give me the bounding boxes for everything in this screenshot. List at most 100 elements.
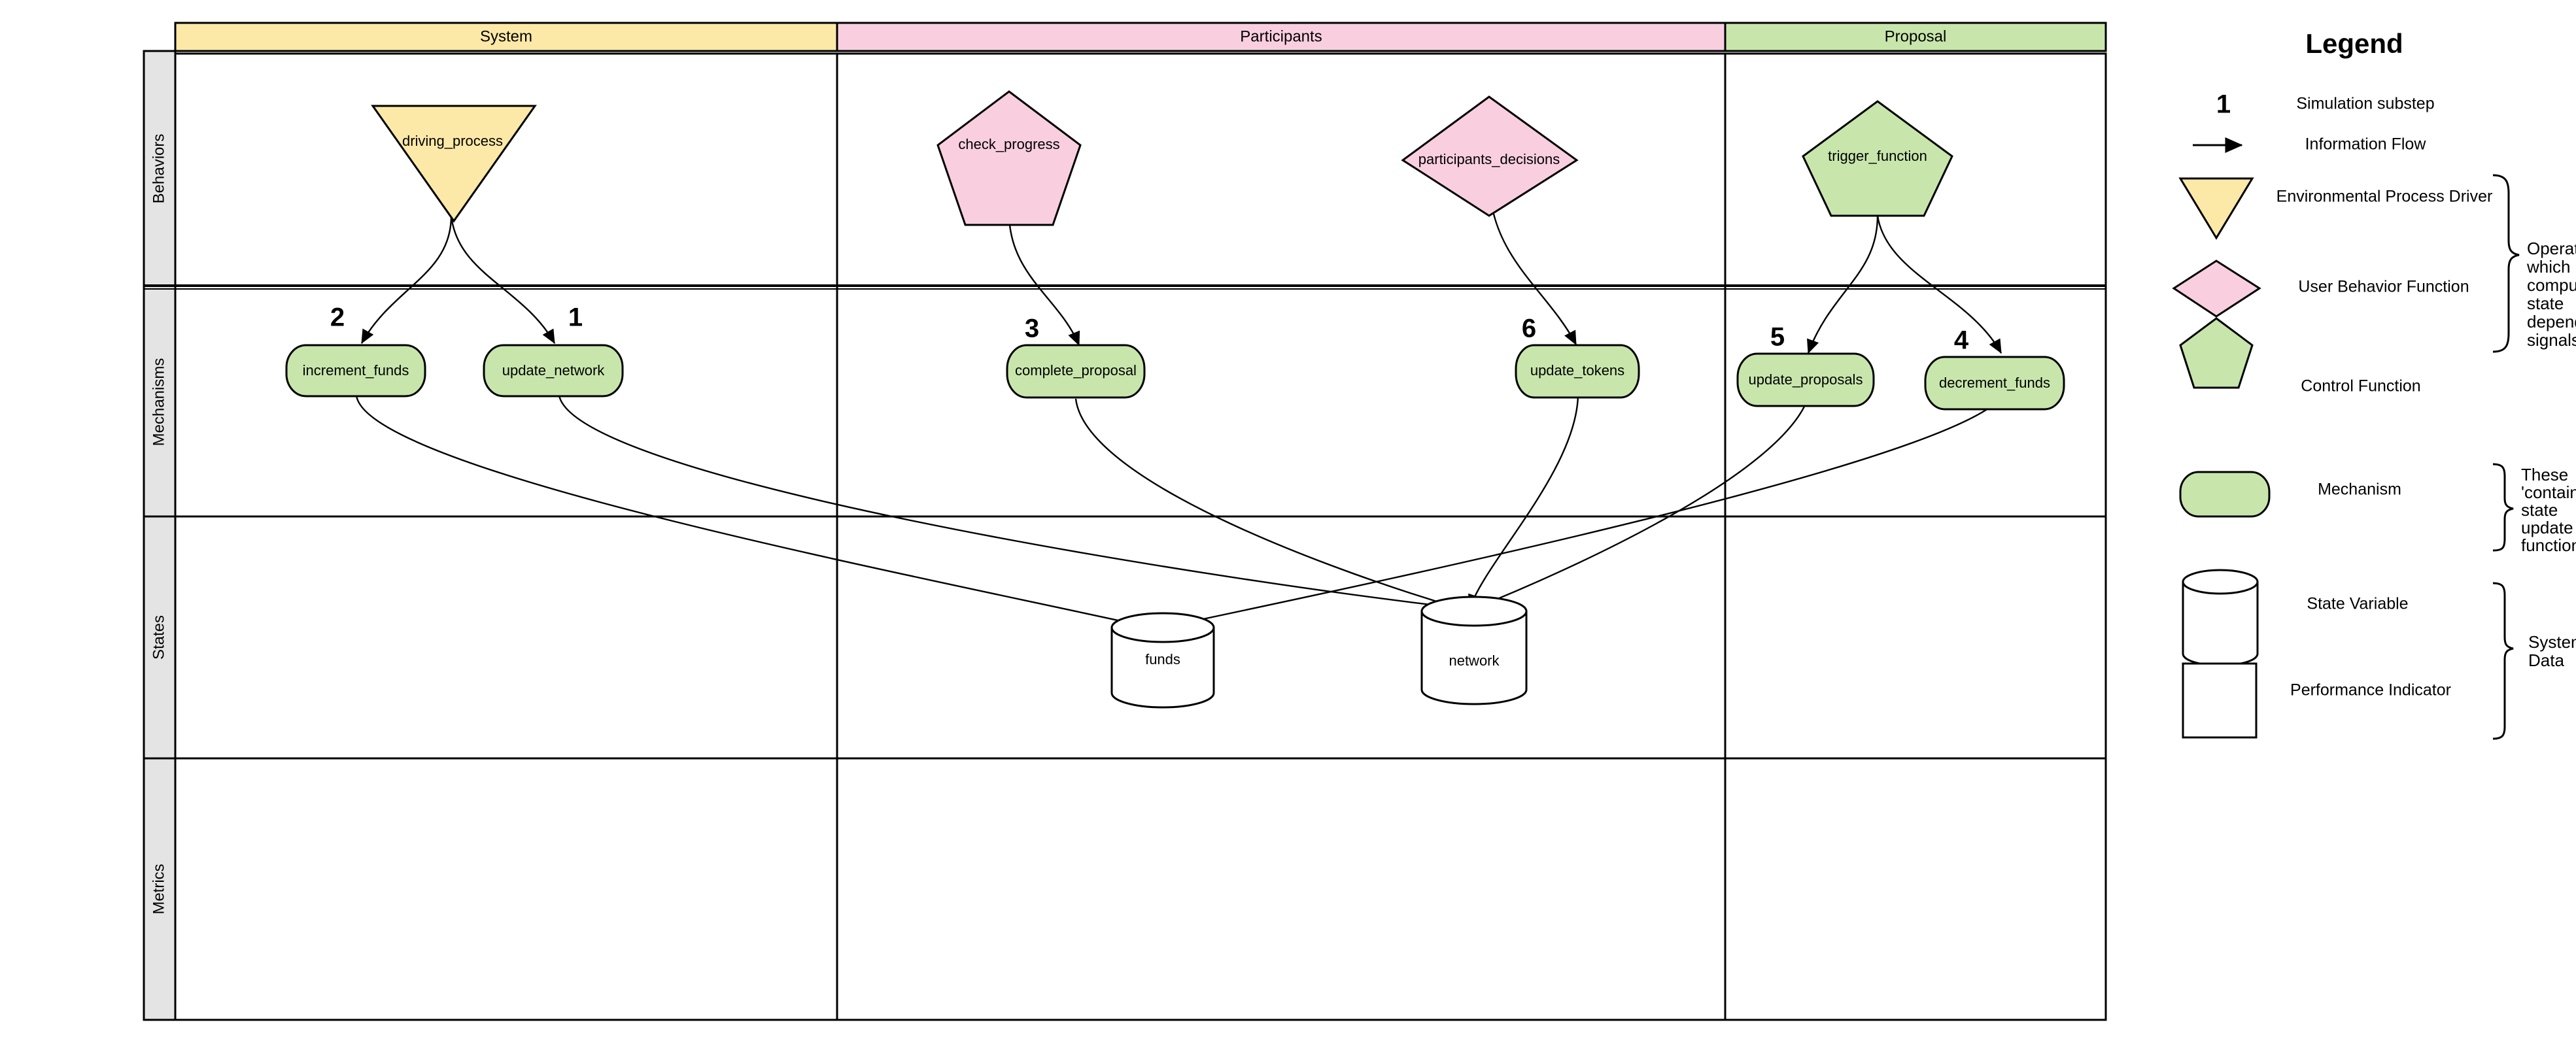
legend-item-state-variable: State Variable (2182, 569, 2409, 667)
triangle-down-icon (371, 105, 537, 223)
triangle-down-icon (2178, 177, 2254, 240)
node-funds[interactable]: funds (1110, 612, 1215, 709)
rounded-rect-icon (1006, 344, 1146, 399)
legend-item-performance-indicator: Performance Indicator (2182, 662, 2451, 739)
brace-operators: Operators which compute state dependent … (2492, 174, 2576, 353)
node-label: check_progress (958, 136, 1059, 152)
brace-note-line-0: Operators (2527, 239, 2576, 258)
node-label: trigger_function (1828, 148, 1927, 164)
pentagon-icon (936, 90, 1082, 226)
node-label: decrement_funds (1939, 375, 2050, 391)
node-decrement-funds[interactable]: decrement_funds 4 (1924, 326, 2065, 411)
pentagon-icon (2179, 317, 2254, 389)
brace-system-data: System Data (2492, 582, 2576, 740)
legend-label: Information Flow (2305, 135, 2427, 154)
rounded-rect-icon (2179, 471, 2271, 518)
brace-note-line-3: update (2521, 518, 2573, 537)
edge-update-tokens-to-network (1468, 395, 1579, 609)
brace-note-line-4: dependent (2527, 312, 2576, 331)
brace-note-line-3: state (2527, 294, 2564, 313)
legend-item-mechanism: Mechanism (2179, 471, 2401, 518)
diamond-icon (2172, 260, 2261, 318)
node-trigger-function[interactable]: trigger_function (1802, 100, 1953, 217)
grid-body-outline (174, 52, 2107, 1021)
row-label-mechanisms: Mechanisms (150, 358, 167, 447)
swimlane-header-participants (836, 22, 1726, 52)
edge-trigger-function-to-decrement-funds (1876, 215, 2002, 354)
legend-label: Simulation substep (2296, 95, 2434, 113)
legend-item-control-function: Control Function (2179, 317, 2421, 396)
swimlane-header-proposal (1724, 22, 2107, 52)
substep-badge: 6 (1522, 314, 1536, 343)
legend-label: State Variable (2307, 595, 2408, 613)
cylinder-icon (1110, 612, 1215, 643)
legend-label: Environmental Process Driver (2276, 188, 2493, 206)
substep-badge: 2 (330, 303, 345, 332)
brace-note-line-0: These (2521, 465, 2568, 484)
rounded-rect-icon (1736, 352, 1875, 407)
legend-label: Performance Indicator (2290, 681, 2451, 700)
node-label: funds (1145, 651, 1180, 667)
edge-update-network-to-network (558, 395, 1460, 613)
rounded-rect-icon (285, 344, 426, 397)
edge-complete-proposal-to-network (1074, 398, 1460, 611)
legend-label: Control Function (2301, 377, 2420, 396)
legend-item-information-flow: Information Flow (2193, 135, 2426, 154)
node-driving-process[interactable]: driving_process (371, 105, 537, 223)
legend-title: Legend (2305, 28, 2403, 59)
diamond-icon (1401, 95, 1579, 217)
legend-label: Mechanism (2318, 481, 2401, 499)
edge-update-proposals-to-network (1474, 405, 1806, 609)
substep-badge: 4 (1954, 326, 1969, 355)
node-label: update_network (502, 362, 606, 379)
rounded-rect-icon (1924, 356, 2065, 411)
node-label: complete_proposal (1015, 362, 1137, 379)
row-label-states: States (150, 615, 167, 660)
rect-icon (2182, 662, 2258, 739)
edge-participants-decisions-to-update-tokens (1489, 195, 1577, 346)
brace-note-line-2: state (2521, 500, 2558, 520)
node-label: driving_process (402, 133, 503, 149)
edge-increment-funds-to-funds (355, 395, 1152, 631)
curly-brace-icon (2492, 463, 2514, 552)
swimlane-title-system: System (480, 27, 532, 45)
node-update-proposals[interactable]: update_proposals 5 (1736, 323, 1875, 407)
swimlane-title-participants: Participants (1240, 27, 1322, 45)
substep-badge: 1 (568, 303, 583, 332)
legend-label: User Behavior Function (2298, 278, 2469, 296)
edge-check-progress-to-complete-proposal (1008, 209, 1080, 346)
brace-note-line-0: System (2528, 632, 2576, 652)
node-label: participants_decisions (1418, 151, 1560, 167)
substep-sample: 1 (2216, 90, 2231, 119)
cylinder-icon (1420, 596, 1528, 627)
brace-note-line-1: Data (2528, 650, 2564, 670)
substep-badge: 3 (1025, 314, 1039, 343)
node-network[interactable]: network (1420, 596, 1528, 705)
node-complete-proposal[interactable]: complete_proposal 3 (1006, 314, 1146, 399)
node-update-network[interactable]: update_network 1 (483, 303, 624, 397)
node-participants-decisions[interactable]: participants_decisions (1401, 95, 1579, 217)
node-check-progress[interactable]: check_progress (936, 90, 1082, 226)
edge-trigger-function-to-update-proposals (1807, 215, 1879, 354)
curly-brace-icon (2492, 582, 2514, 740)
row-label-column (143, 50, 177, 1021)
brace-note-line-1: 'contain' (2521, 482, 2576, 502)
node-increment-funds[interactable]: increment_funds 2 (285, 303, 426, 397)
node-label: increment_funds (303, 362, 409, 379)
node-update-tokens[interactable]: update_tokens 6 (1515, 314, 1640, 399)
row-label-behaviors: Behaviors (150, 134, 167, 204)
cylinder-icon (2182, 569, 2259, 595)
cylinder-body (1420, 610, 1528, 705)
brace-note-line-1: which (2526, 257, 2570, 277)
legend-item-environmental-process-driver: Environmental Process Driver (2178, 177, 2493, 240)
legend-item-simulation-substep: 1 Simulation substep (2216, 90, 2435, 119)
edge-decrement-funds-to-funds (1161, 407, 1989, 632)
rounded-rect-icon (1515, 344, 1640, 399)
pentagon-icon (1802, 100, 1953, 217)
node-label: update_proposals (1749, 371, 1863, 388)
